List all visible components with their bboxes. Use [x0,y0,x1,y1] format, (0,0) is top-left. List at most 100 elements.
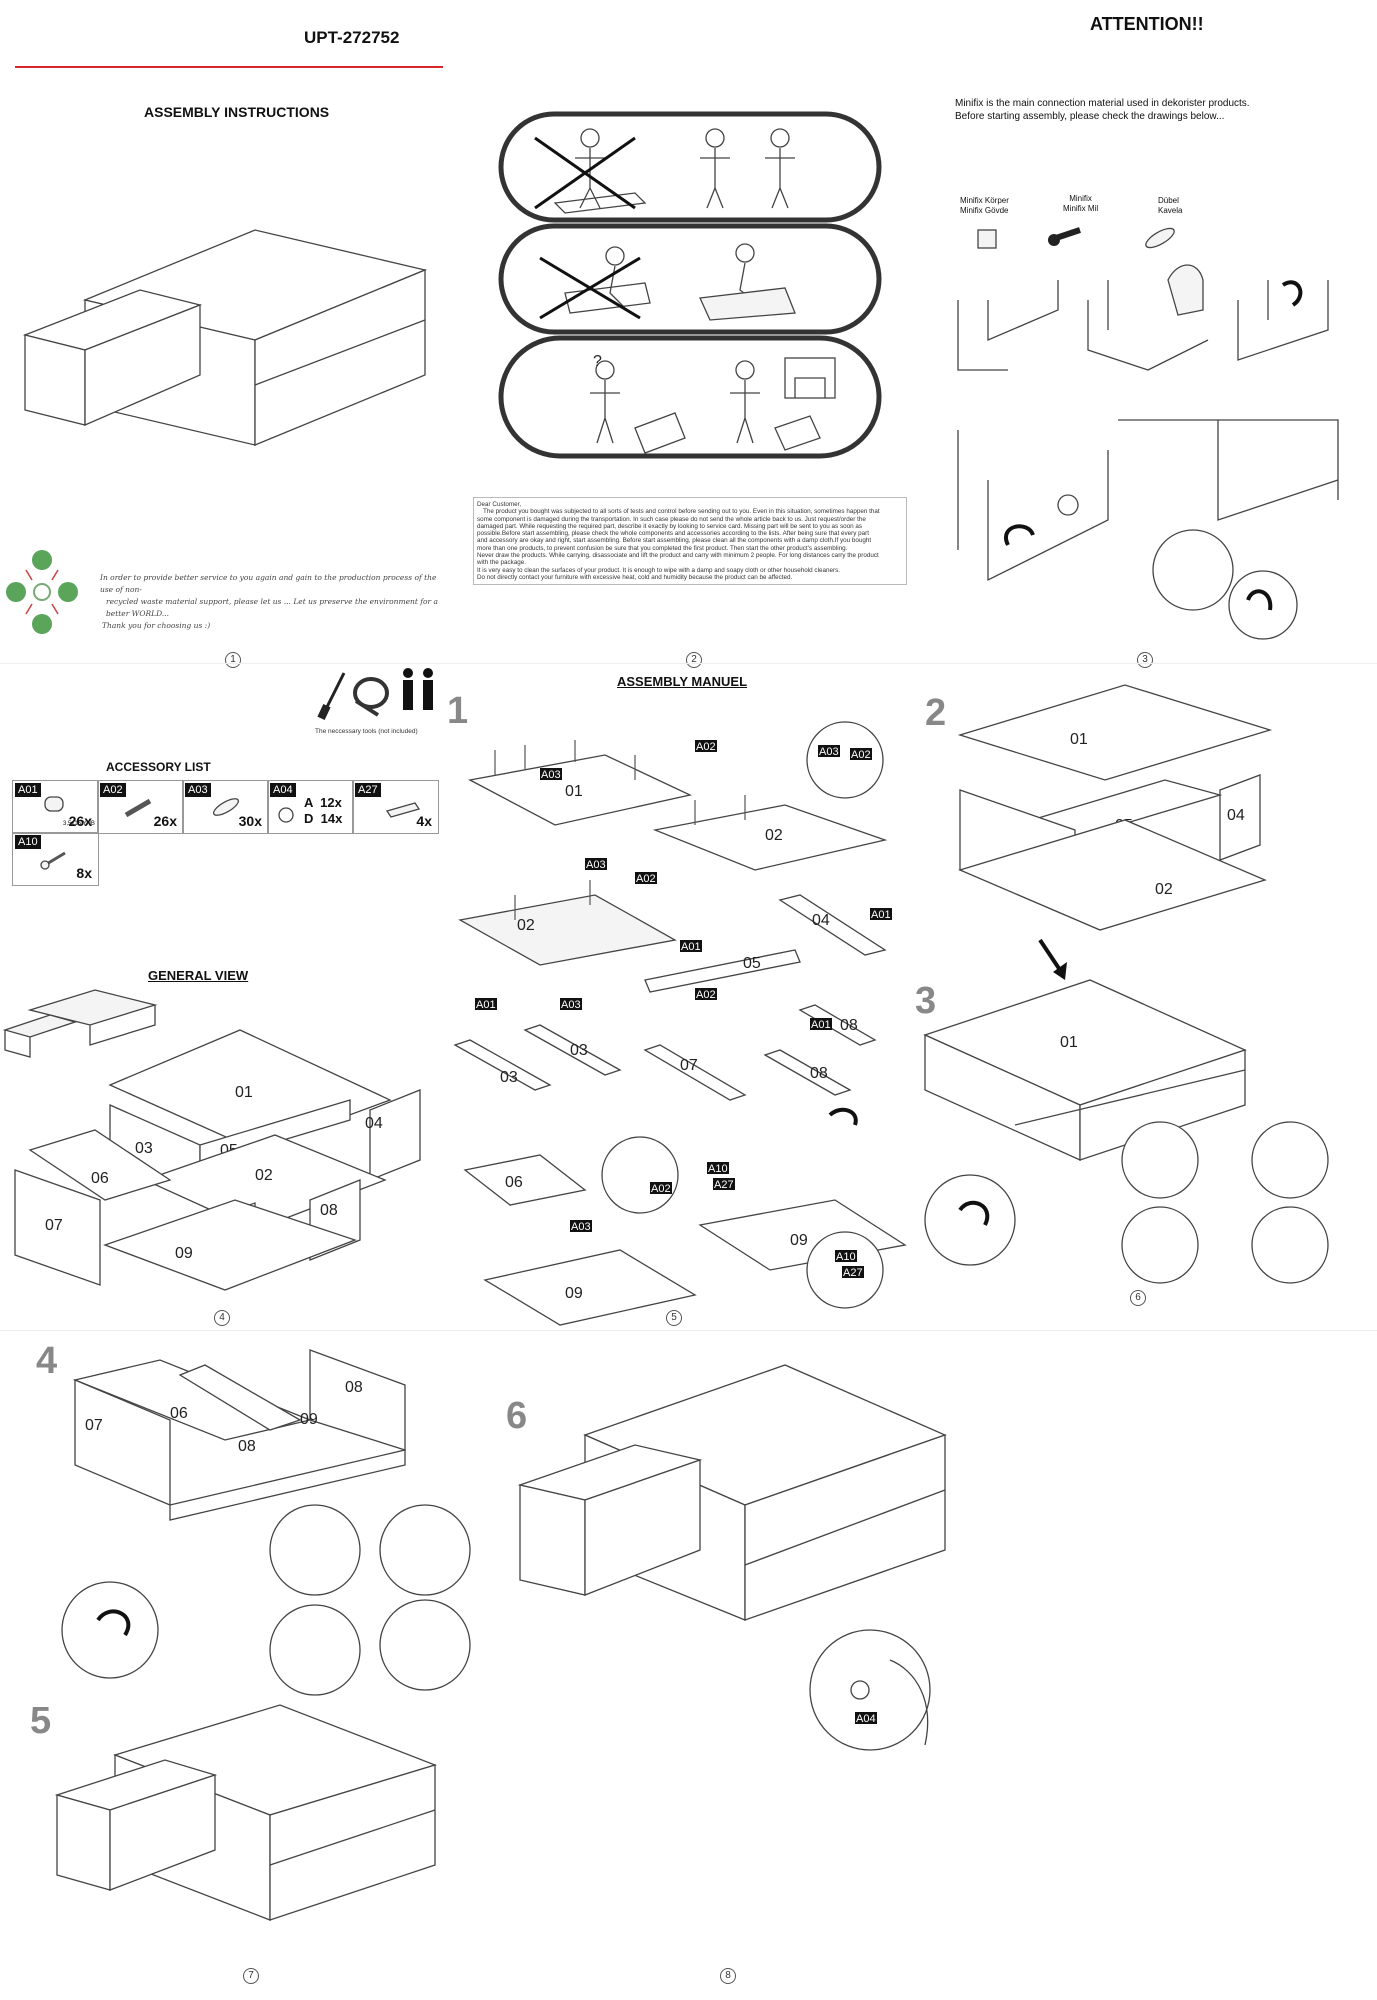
gv-part-label: 04 [365,1115,383,1132]
accessory-code: A01 [15,783,41,797]
recycle-note-line1: In order to provide better service to yo… [100,573,437,594]
part-tag: A02 [696,741,716,753]
customer-note: Dear Customer, The product you bought wa… [473,497,907,586]
accessory-code: A04 [270,783,296,797]
step3-part-label: 01 [1060,1034,1078,1051]
page-divider [0,1330,1377,1331]
part-tag: A10 [708,1163,728,1175]
page-number-4: 4 [214,1310,230,1326]
step4-part-label: 07 [85,1417,103,1434]
part-tag: A02 [851,749,871,761]
accessory-code: A03 [185,783,211,797]
accessory-item-a10: A10 3,5x16 YHB 8x [12,821,99,886]
part-tag: A03 [541,769,561,781]
accessory-item-a27: A27 4x [352,780,439,834]
customer-note-greeting: Dear Customer, [477,501,522,508]
part-tag: A02 [651,1183,671,1195]
general-view-exploded: 01 04 03 05 02 06 08 07 08 09 [2,989,421,1291]
step-4-drawing: 07 06 08 09 08 [61,1349,471,1696]
part-tag: A03 [819,746,839,758]
customer-note-line: and accessory are okay and right, start … [477,537,872,545]
accessory-item-a01: A01 26x [12,780,99,834]
step1-panel-label: 04 [812,912,830,929]
tools-icons [317,668,433,721]
page-number-1: 1 [225,652,241,668]
accessory-qty: 4x [416,813,432,829]
attention-intro-line1: Minifix is the main connection material … [955,98,1250,109]
attention-intro-line2: Before starting assembly, please check t… [955,111,1225,122]
step-5-drawing [54,1704,437,1921]
customer-note-line: damaged part. While requesting the requi… [477,522,863,530]
gv-part-label: 08 [320,1202,338,1219]
step-6-number: 6 [506,1395,528,1437]
customer-note-line: with the package. [477,559,527,567]
part-tag: A03 [586,859,606,871]
page-divider [0,663,1377,664]
part-tag: A02 [636,873,656,885]
svg-text:?: ? [593,353,602,370]
accessory-sub: A 12x D 14x [304,795,343,826]
step4-part-label: 08 [345,1379,363,1396]
accessory-list-title: ACCESSORY LIST [106,760,211,774]
part-tag: A02 [696,989,716,1001]
accessory-qty: 8x [76,865,92,881]
page-number-6: 6 [1130,1290,1146,1306]
assembly-manual-title: ASSEMBLY MANUEL [617,674,748,689]
recycle-badge-icon [6,550,78,634]
step1-panel-label: 08 [840,1017,858,1034]
label-minifix-mil: Minifix Minifix Mil [1063,194,1099,213]
customer-note-line: possible.Before start assembling, please… [477,530,870,538]
step1-panel-label: 09 [565,1285,583,1302]
part-tag: A01 [476,999,496,1011]
gv-part-label: 01 [235,1084,253,1101]
customer-note-line: Never draw the products. While carrying,… [477,552,879,560]
step-1-part-tags: A02 A03 A03 A02 A03 A02 A01 A01 A03 A02 … [475,740,892,1279]
accessory-qty: 26x [68,813,92,829]
step1-panel-label: 09 [790,1232,808,1249]
safety-pictograms: ? [498,111,882,459]
page-number-8: 8 [720,1968,736,1984]
step4-part-label: 06 [170,1405,188,1422]
accessory-qty: 26x [153,813,177,829]
step-1-parts-drilling: 01 02 02 04 05 03 03 07 08 08 06 09 09 [453,721,907,1326]
accessory-list-table: A01 26x A02 26x A03 30x A04 A 12x D 14x … [12,780,439,886]
step-3-number: 3 [915,980,937,1022]
customer-note-line: some component is damaged during the tra… [477,515,866,523]
accessory-item-a02: A02 26x [97,780,184,834]
step1-panel-label: 03 [570,1042,588,1059]
gv-part-label: 03 [135,1140,153,1157]
step1-panel-label: 05 [743,955,761,972]
accessory-code: A10 [15,835,41,849]
step1-panel-label: 03 [500,1069,518,1086]
part-tag: A01 [681,941,701,953]
minifix-connection-drawings [957,227,1339,640]
customer-note-line: It is very easy to clean the surfaces of… [477,566,840,574]
step6-tag: A04 [856,1713,876,1725]
part-tag: A27 [843,1267,863,1279]
step2-part-label: 01 [1070,731,1088,748]
recycle-note-line2: recycled waste material support, please … [106,597,438,618]
general-view-title: GENERAL VIEW [148,968,249,983]
customer-note-line: more than one products, to prevent confu… [477,544,848,552]
step1-panel-label: 08 [810,1065,828,1082]
gv-part-label: 02 [255,1167,273,1184]
step1-panel-label: 01 [565,783,583,800]
model-number: UPT-272752 [304,28,400,47]
gv-part-label: 06 [91,1170,109,1187]
attention-intro: Minifix is the main connection material … [955,97,1250,123]
accessory-sub: 3,5x16 YHB [63,821,95,827]
step1-panel-label: 02 [765,827,783,844]
recycle-note: In order to provide better service to yo… [100,572,440,632]
step-5-number: 5 [30,1700,52,1742]
accessory-item-a04: A04 A 12x D 14x [267,780,354,834]
step-4-number: 4 [36,1340,58,1382]
gv-part-label: 09 [175,1245,193,1262]
accessory-code: A27 [355,783,381,797]
label-dubel: Dübel Kavela [1158,196,1183,215]
cover-table-drawing [22,229,428,446]
page-number-7: 7 [243,1968,259,1984]
part-tag: A01 [871,909,891,921]
recycle-note-line3: Thank you for choosing us :) [102,621,211,630]
step1-panel-label: 07 [680,1057,698,1074]
step1-panel-label: 06 [505,1174,523,1191]
